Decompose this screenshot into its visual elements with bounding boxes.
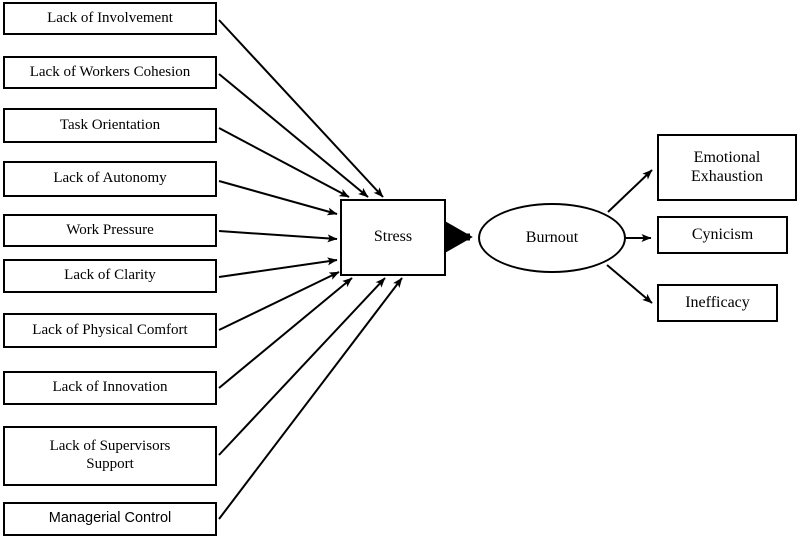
- node-label: Emotional Exhaustion: [691, 148, 763, 185]
- edge-work-pressure-to-stress: [218, 230, 338, 243]
- edge-lack-of-clarity-to-stress: [218, 257, 338, 278]
- edge-lack-of-physical-comfort-to-stress: [218, 271, 340, 331]
- node-label: Task Orientation: [59, 116, 161, 133]
- node-inefficacy[interactable]: Inefficacy: [657, 284, 778, 322]
- edge-managerial-control-to-stress: [218, 277, 403, 520]
- node-label: Lack of Physical Comfort: [32, 321, 188, 338]
- node-task-orientation[interactable]: Task Orientation: [3, 108, 217, 143]
- edge-burnout-to-emotional-exhaustion: [607, 169, 653, 213]
- edge-lack-of-supervisors-support-to-stress: [218, 277, 386, 456]
- node-lack-of-autonomy[interactable]: Lack of Autonomy: [3, 161, 217, 197]
- node-work-pressure[interactable]: Work Pressure: [3, 214, 217, 247]
- node-managerial-control[interactable]: Managerial Control: [3, 502, 217, 536]
- node-lack-of-innovation[interactable]: Lack of Innovation: [3, 371, 217, 405]
- node-label: Work Pressure: [66, 221, 154, 238]
- node-label: Stress: [373, 228, 413, 246]
- node-burnout[interactable]: Burnout: [478, 203, 626, 273]
- node-label: Burnout: [525, 229, 579, 246]
- node-label: Lack of Involvement: [47, 9, 173, 26]
- node-label: Managerial Control: [48, 510, 172, 527]
- edge-burnout-to-inefficacy: [606, 264, 653, 304]
- node-label: Lack of Workers Cohesion: [29, 63, 191, 80]
- edge-lack-of-workers-cohesion-to-stress: [218, 73, 369, 198]
- node-lack-of-workers-cohesion[interactable]: Lack of Workers Cohesion: [3, 56, 217, 89]
- node-label: Inefficacy: [685, 293, 750, 311]
- node-label: Lack of Clarity: [64, 267, 156, 284]
- node-cynicism[interactable]: Cynicism: [657, 216, 788, 254]
- edge-lack-of-innovation-to-stress: [218, 277, 353, 389]
- node-lack-of-clarity[interactable]: Lack of Clarity: [3, 259, 217, 293]
- node-label: Cynicism: [691, 225, 754, 243]
- node-label: Lack of Supervisors Support: [49, 438, 171, 472]
- node-lack-of-physical-comfort[interactable]: Lack of Physical Comfort: [3, 313, 217, 348]
- node-lack-of-supervisors-support[interactable]: Lack of Supervisors Support: [3, 426, 217, 486]
- node-emotional-exhaustion[interactable]: Emotional Exhaustion: [657, 134, 797, 201]
- node-label: Lack of Autonomy: [53, 170, 167, 187]
- edge-lack-of-involvement-to-stress: [218, 19, 384, 198]
- edge-lack-of-autonomy-to-stress: [218, 180, 338, 216]
- edge-task-orientation-to-stress: [218, 127, 350, 198]
- node-label: Lack of Innovation: [52, 379, 168, 396]
- node-lack-of-involvement[interactable]: Lack of Involvement: [3, 2, 217, 35]
- node-stress[interactable]: Stress: [340, 199, 446, 276]
